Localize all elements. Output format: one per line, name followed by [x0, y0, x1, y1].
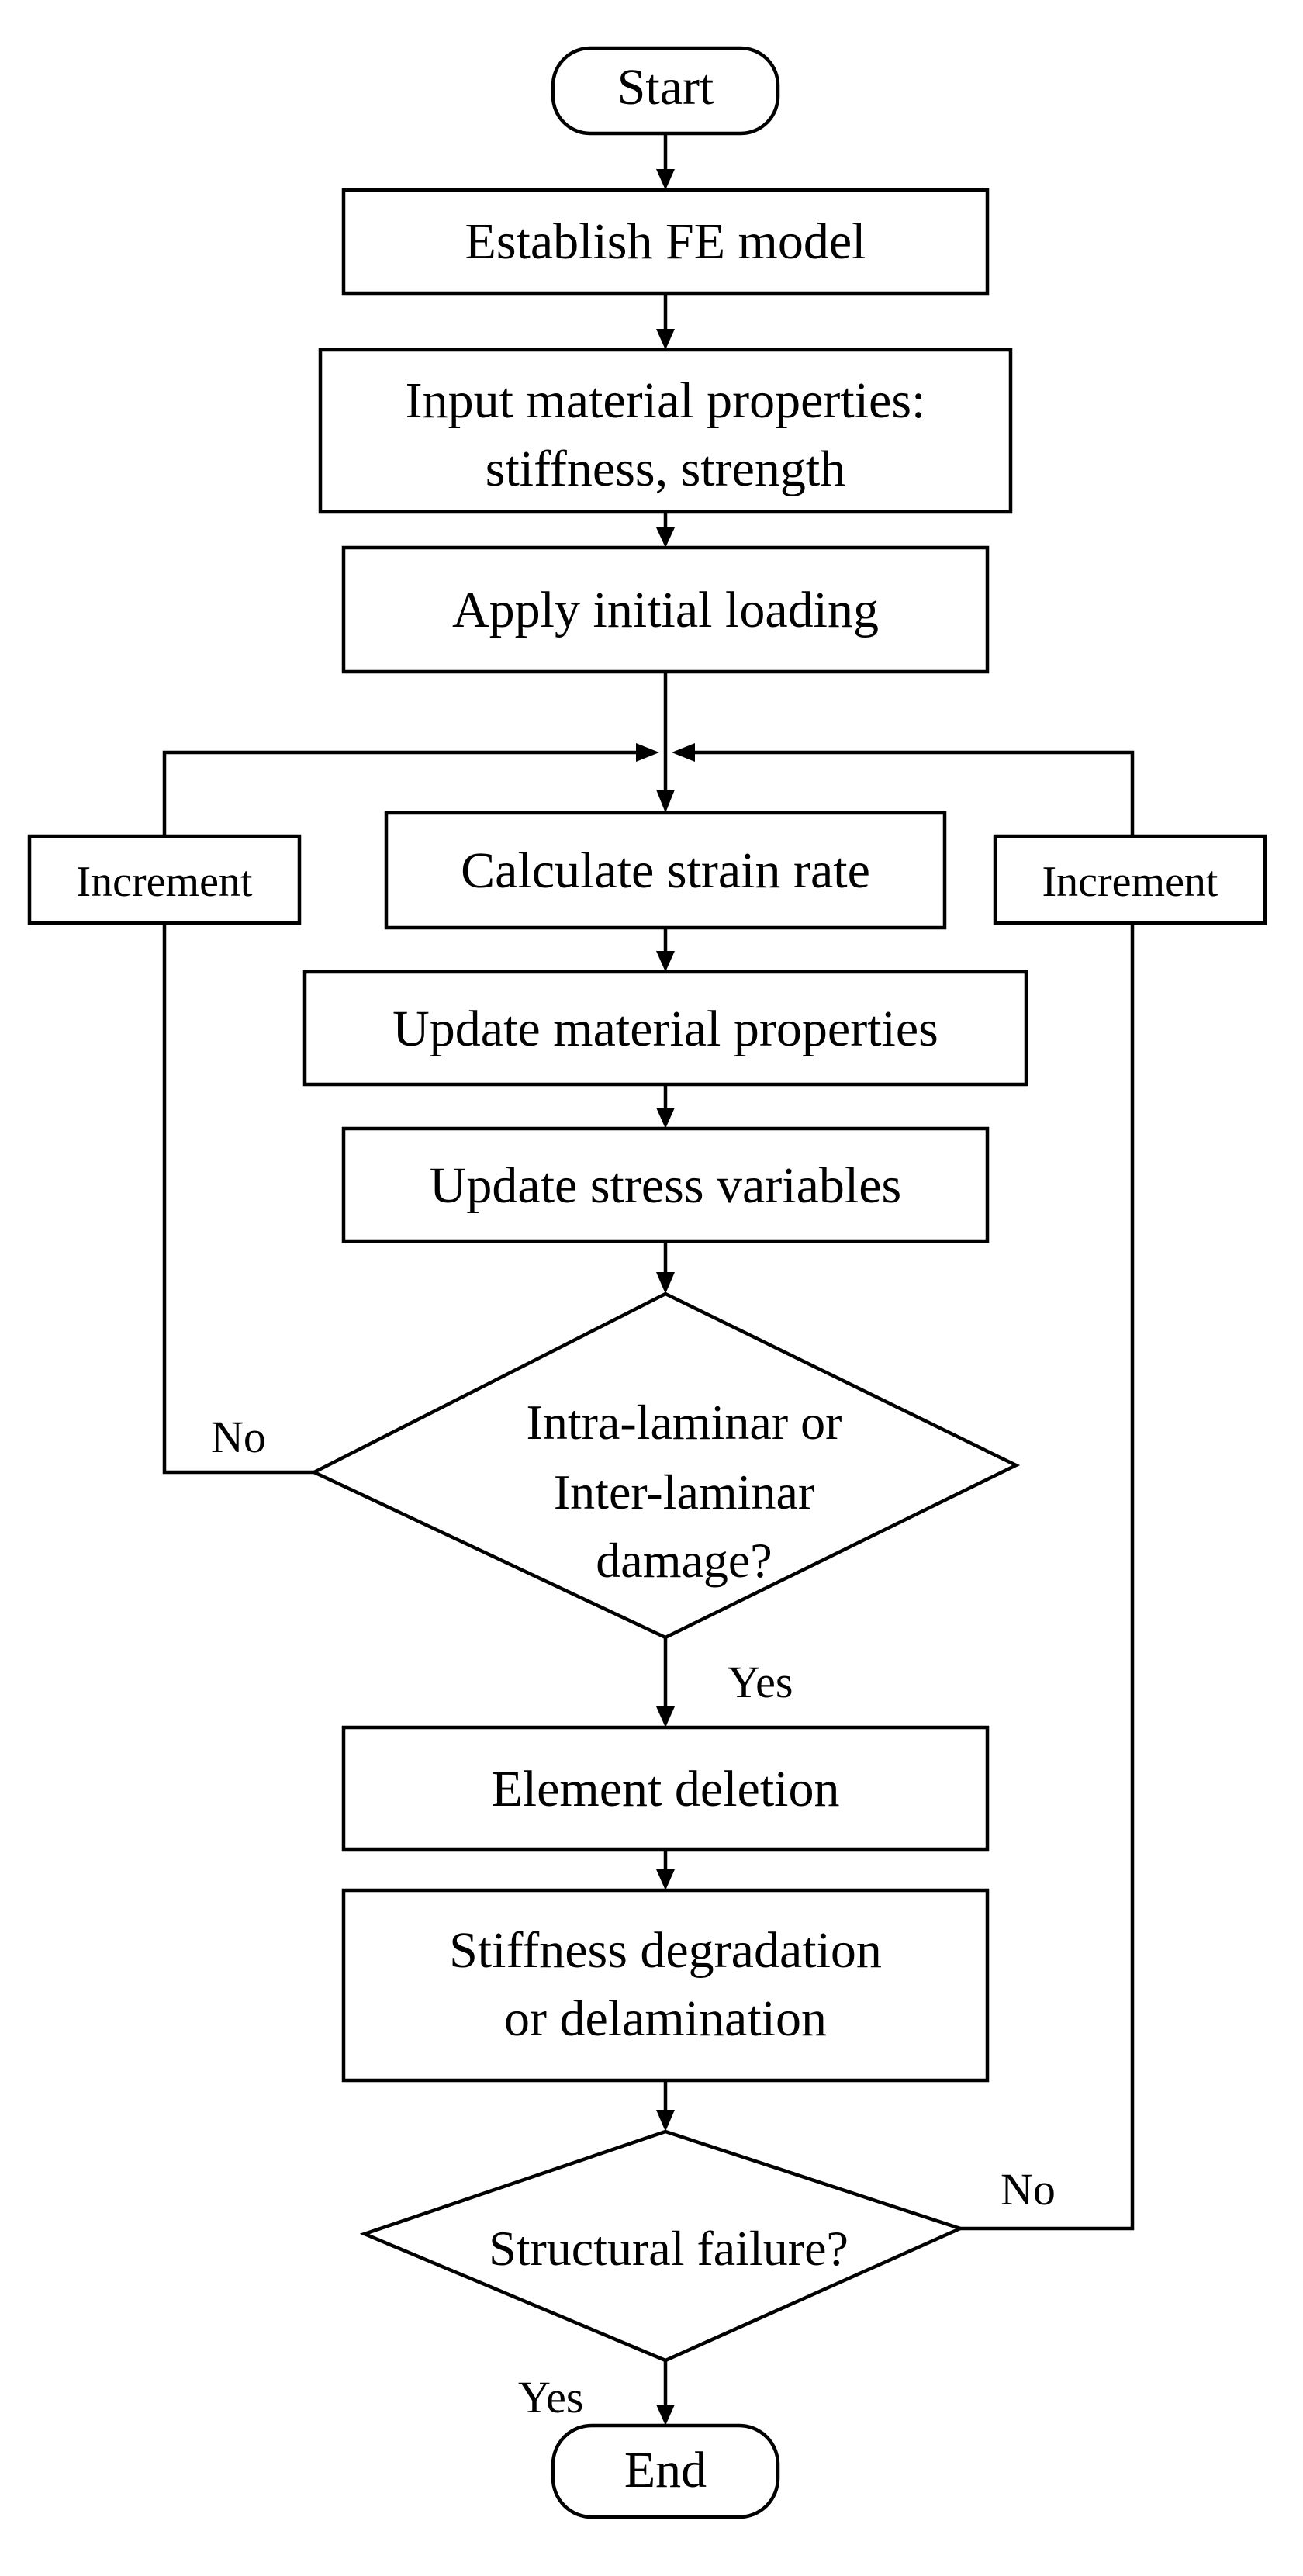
apply-box: [341, 545, 990, 674]
stiffness-label-line1: Stiffness degradation: [449, 1922, 882, 1979]
damage-label-line2: Inter-laminar: [554, 1464, 814, 1520]
calculate-label: Calculate strain rate: [461, 842, 870, 899]
failure-decision: Structural failure?: [359, 2129, 966, 2363]
connectors: [162, 133, 1135, 2426]
damage-no-label: No: [211, 1412, 266, 1462]
failure-yes-label: Yes: [518, 2372, 583, 2422]
update-material-label: Update material properties: [392, 1001, 938, 1057]
damage-yes-label: Yes: [728, 1657, 793, 1707]
arrowhead: [672, 743, 695, 762]
element-deletion-label: Element deletion: [491, 1761, 839, 1817]
element-deletion-box: [341, 1725, 990, 1852]
calculate-box: [384, 811, 947, 930]
arrowhead: [656, 2110, 675, 2132]
update-stress-label: Update stress variables: [430, 1157, 901, 1214]
input-box: [318, 348, 1013, 514]
arrowhead: [656, 1869, 675, 1890]
arrowhead: [656, 2405, 675, 2426]
calculate-node: Calculate strain rate: [384, 811, 947, 930]
edge-failure-no-loop: [695, 750, 1135, 2231]
update-material-box: [302, 970, 1028, 1087]
element-deletion-node: Element deletion: [341, 1725, 990, 1852]
arrowhead: [656, 951, 675, 972]
start-terminator: [551, 46, 780, 136]
damage-label-line1: Intra-laminar or: [527, 1395, 842, 1450]
stiffness-node: Stiffness degradation or delamination: [341, 1888, 990, 2083]
arrowhead: [656, 527, 675, 548]
increment-left-box: [27, 834, 302, 925]
apply-node: Apply initial loading: [341, 545, 990, 674]
arrowhead: [656, 1706, 675, 1727]
start-label: Start: [617, 59, 714, 116]
end-terminator: [551, 2423, 780, 2519]
input-label-line1: Input material properties:: [406, 372, 926, 429]
update-stress-node: Update stress variables: [341, 1126, 990, 1243]
input-label-line2: stiffness, strength: [486, 441, 845, 497]
update-material-node: Update material properties: [302, 970, 1028, 1087]
input-node: Input material properties: stiffness, st…: [318, 348, 1013, 514]
establish-node: Establish FE model: [341, 188, 990, 296]
increment-left-node: Increment: [27, 834, 302, 925]
arrowhead: [656, 1108, 675, 1129]
increment-right-label: Increment: [1042, 858, 1218, 906]
edge-damage-no-loop: [162, 750, 636, 1475]
increment-left-label: Increment: [77, 858, 253, 906]
apply-label: Apply initial loading: [452, 582, 879, 638]
establish-label: Establish FE model: [465, 213, 866, 270]
arrowhead: [656, 1272, 675, 1294]
increment-right-box: [993, 834, 1267, 925]
establish-box: [341, 188, 990, 296]
damage-label-line3: damage?: [596, 1533, 772, 1588]
failure-label: Structural failure?: [489, 2221, 849, 2276]
damage-diamond: [309, 1291, 1021, 1640]
arrowhead: [636, 743, 659, 762]
failure-no-label: No: [1001, 2164, 1056, 2215]
end-label: End: [624, 2442, 707, 2498]
arrowhead: [656, 790, 675, 813]
update-stress-box: [341, 1126, 990, 1243]
end-node: End: [551, 2423, 780, 2519]
arrowhead: [656, 329, 675, 350]
stiffness-label-line2: or delamination: [504, 1990, 827, 2047]
increment-right-node: Increment: [993, 834, 1267, 925]
failure-diamond: [359, 2129, 966, 2363]
arrowhead: [656, 169, 675, 190]
stiffness-box: [341, 1888, 990, 2083]
damage-decision: Intra-laminar or Inter-laminar damage?: [309, 1291, 1021, 1640]
start-node: Start: [551, 46, 780, 136]
